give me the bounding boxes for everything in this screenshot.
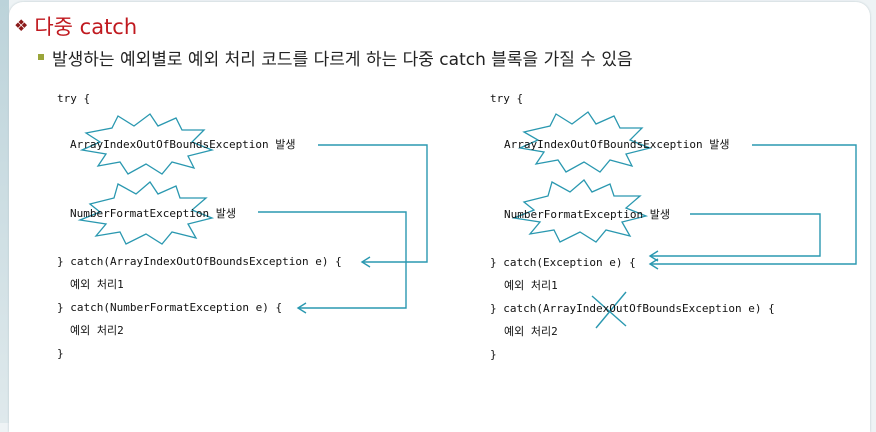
left-handle1: 예외 처리1	[70, 278, 124, 291]
window-frame	[0, 0, 9, 423]
subtitle-text: 발생하는 예외별로 예외 처리 코드를 다르게 하는 다중 catch 블록을 …	[52, 49, 633, 70]
arrow-left-2	[258, 211, 407, 309]
right-catch1: } catch(Exception e) {	[490, 256, 636, 269]
slide-title: ❖ 다중 catch	[14, 12, 137, 40]
arrow-left-1	[318, 144, 428, 263]
burst-left-2	[77, 181, 215, 245]
left-exc2: NumberFormatException 발생	[70, 207, 236, 220]
burst-right-2	[511, 179, 649, 243]
arrow-right-2	[650, 213, 821, 257]
arrowhead-right-1	[648, 258, 659, 270]
arrowhead-left-2	[296, 302, 307, 314]
right-handle2: 예외 처리2	[504, 325, 558, 338]
title-text: 다중 catch	[34, 15, 138, 39]
burst-left-1	[79, 113, 215, 175]
left-try: try {	[57, 92, 91, 105]
right-close: }	[490, 348, 497, 361]
right-catch2: } catch(ArrayIndexOutOfBoundsException e…	[490, 302, 775, 315]
right-try: try {	[490, 92, 524, 105]
right-exc2: NumberFormatException 발생	[504, 208, 670, 221]
square-bullet-icon	[38, 54, 44, 60]
diamond-bullet-icon: ❖	[14, 16, 29, 35]
left-catch2: } catch(NumberFormatException e) {	[57, 301, 283, 314]
left-close: }	[57, 347, 64, 360]
left-exc1: ArrayIndexOutOfBoundsException 발생	[70, 138, 296, 151]
diagram-graphics	[77, 111, 857, 329]
right-exc1: ArrayIndexOutOfBoundsException 발생	[504, 138, 730, 151]
cross-mark-line-1	[591, 295, 627, 327]
cross-mark-line-2	[595, 291, 627, 329]
left-handle2: 예외 처리2	[70, 324, 124, 337]
arrowhead-right-2	[648, 250, 659, 262]
arrow-right-1	[650, 144, 857, 265]
left-catch1: } catch(ArrayIndexOutOfBoundsException e…	[57, 255, 342, 268]
burst-right-1	[517, 111, 653, 173]
arrowhead-left-1	[360, 256, 371, 268]
subtitle: 발생하는 예외별로 예외 처리 코드를 다르게 하는 다중 catch 블록을 …	[38, 44, 633, 70]
right-handle1: 예외 처리1	[504, 279, 558, 292]
